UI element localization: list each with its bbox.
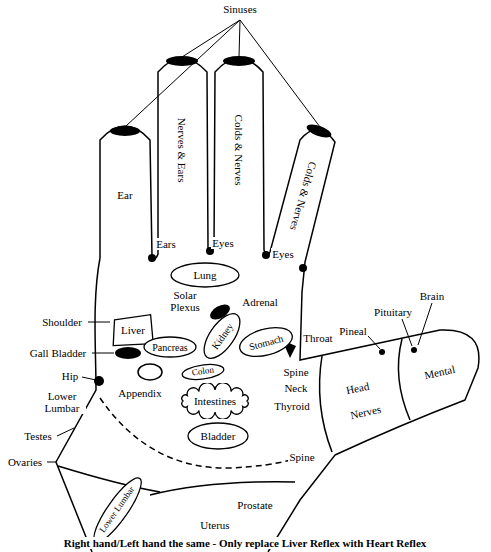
caption: Right hand/Left hand the same - Only rep…	[63, 537, 428, 549]
reflex-label: Spine	[282, 366, 309, 378]
reflex-label: Shoulder	[41, 316, 83, 328]
organ-name: Liver	[121, 324, 145, 336]
reflex-label: Ears	[155, 238, 177, 250]
leader-line	[368, 336, 380, 349]
gall-bladder-spot	[115, 347, 141, 359]
thumb-divider	[398, 339, 410, 420]
leader-line	[92, 353, 114, 354]
organ-name: Kidney	[209, 321, 235, 351]
organ-name: Lung	[193, 269, 216, 281]
organ-reflex: Stomach	[235, 321, 296, 363]
reflex-label: Neck	[283, 382, 308, 394]
organ-reflex: Intestines	[176, 383, 254, 419]
reflex-label: Head	[344, 379, 371, 396]
organ-reflex: Kidney	[196, 306, 248, 365]
reflex-label: Eyes	[271, 248, 294, 260]
organ-name: Pancreas	[152, 342, 188, 353]
reflex-label: Spine	[288, 451, 315, 463]
hand-outline	[100, 59, 479, 552]
reflex-label: Solar Plexus	[161, 289, 209, 313]
organ-reflex: Bladder	[187, 422, 249, 450]
reflex-label: Ear	[116, 189, 133, 201]
organ-name: Stomach	[248, 332, 285, 352]
reflex-point	[262, 251, 270, 259]
organ-name: Bladder	[201, 430, 236, 442]
hip-spot	[94, 376, 104, 386]
reflex-label: Uterus	[199, 519, 230, 531]
appendix-shape	[138, 364, 162, 380]
leader-line	[47, 462, 56, 463]
organ-ellipse	[197, 308, 246, 364]
reflex-label: Testes	[23, 430, 52, 442]
reflex-point	[299, 264, 307, 272]
reflex-point	[110, 126, 140, 136]
liver-shape	[113, 315, 153, 346]
reflex-label: Prostate	[236, 499, 273, 511]
reflex-label: Appendix	[117, 387, 162, 399]
organ-reflex: Pancreas	[143, 336, 197, 358]
reflex-label: Nerves & Ears	[176, 117, 188, 184]
reflex-label: Adrenal	[241, 296, 278, 308]
organ-ellipse	[181, 362, 225, 382]
reflex-label: Mental	[423, 363, 458, 382]
pituitary-spot	[411, 347, 417, 353]
reflex-label: Pineal	[338, 325, 368, 337]
organ-reflex: Lung	[170, 262, 240, 288]
leader-line	[126, 20, 240, 126]
organ-ellipse	[188, 423, 248, 449]
reflex-label: Pituitary	[373, 306, 413, 318]
leader-line	[88, 322, 110, 323]
organ-name: Colon	[191, 366, 214, 379]
leader-line	[240, 20, 320, 127]
reflex-label: Hip	[61, 370, 80, 382]
organ-ellipse	[237, 322, 296, 361]
leader-line	[82, 377, 96, 380]
leader-line	[182, 20, 240, 57]
organ-name: Lower Lumbar	[98, 485, 137, 535]
reflex-label: Colds & Nerves	[233, 114, 245, 187]
wrist-crease	[150, 482, 295, 495]
leader-line	[418, 303, 432, 345]
reflex-point	[223, 56, 255, 66]
reflex-label: Brain	[419, 290, 445, 302]
organ-ellipse	[144, 337, 196, 357]
wrist-crease	[58, 466, 160, 492]
leader-line	[239, 20, 240, 57]
thumb-divider	[320, 356, 332, 452]
reflex-label: Nerves	[349, 403, 384, 422]
reflex-label: Ovaries	[7, 456, 43, 468]
organ-ellipse	[171, 263, 239, 287]
reflex-point	[305, 122, 333, 140]
pineal-spot	[379, 349, 385, 355]
reflex-point	[148, 254, 156, 262]
organ-reflex: Colon	[180, 361, 226, 383]
reflex-point	[166, 56, 198, 66]
organ-name: Intestines	[194, 395, 236, 407]
leader-line	[57, 428, 74, 436]
leader-line	[402, 319, 412, 346]
reflex-label: Gall Bladder	[29, 347, 88, 359]
reflex-label: Sinuses	[222, 3, 258, 15]
reflex-label: Throat	[302, 332, 333, 344]
reflex-label: Eyes	[211, 237, 234, 249]
intestine-shape	[182, 383, 248, 419]
reflex-label: Thyroid	[273, 400, 310, 412]
reflex-label: Lower Lumbar	[38, 390, 86, 414]
